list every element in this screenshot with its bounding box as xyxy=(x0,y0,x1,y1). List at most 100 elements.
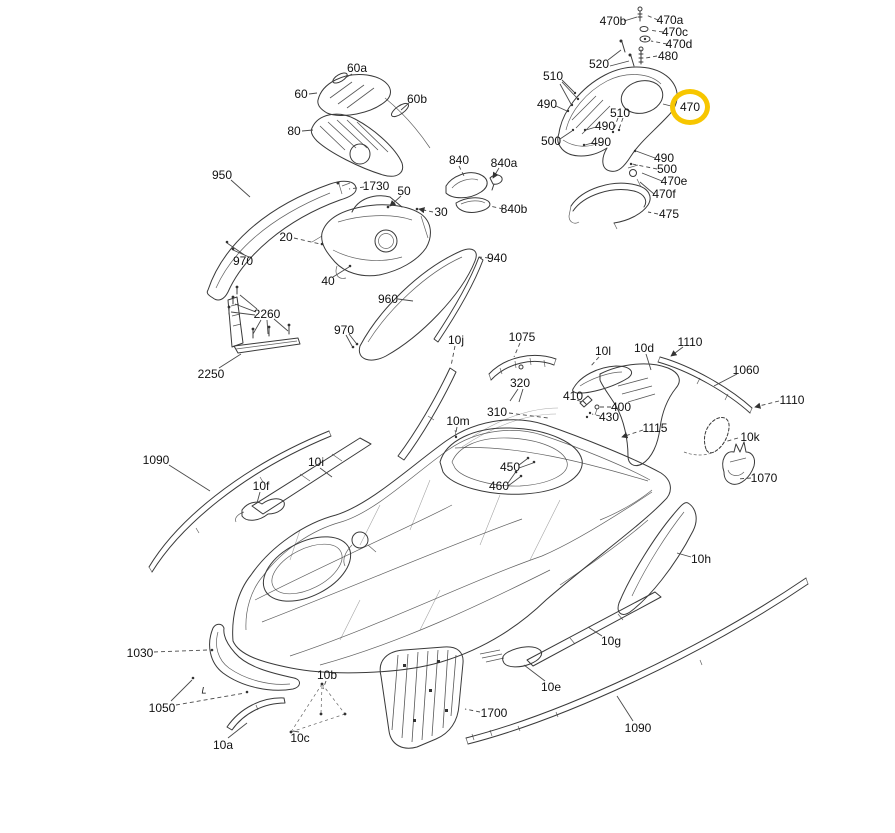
part-label: 10e xyxy=(540,680,562,694)
rail-1090-left-drawing xyxy=(148,430,332,573)
part-label: 1700 xyxy=(480,706,508,720)
piece-10k-drawing xyxy=(683,416,730,456)
leader-lines xyxy=(153,14,780,739)
blade-10h-drawing xyxy=(617,502,697,615)
part-label: 490 xyxy=(653,151,675,165)
bumper-1030-drawing xyxy=(191,623,300,694)
rear-rack-470-drawing xyxy=(557,6,678,188)
trim-475-drawing xyxy=(568,182,651,230)
vent-panel-60-drawing xyxy=(317,72,431,149)
part-label: 1730 xyxy=(362,179,390,193)
part-label: 970 xyxy=(232,254,254,268)
triangle-10b-10c-drawing xyxy=(289,682,347,734)
part-label: 60 xyxy=(294,87,308,101)
part-label: 500 xyxy=(656,162,678,176)
trim-940-drawing xyxy=(433,256,484,343)
part-label: 10b xyxy=(316,668,338,682)
part-label: 1050 xyxy=(148,701,176,715)
part-label: 10h xyxy=(690,552,712,566)
step-2250-drawing xyxy=(227,285,301,354)
panel-960-drawing xyxy=(351,248,477,361)
part-label: 510 xyxy=(542,69,564,83)
part-label: 10c xyxy=(290,731,310,745)
wedge-10e-drawing xyxy=(479,646,543,668)
part-label: 1110 xyxy=(779,393,805,407)
part-label: 10d xyxy=(633,341,655,355)
part-label: 10l xyxy=(594,344,612,358)
part-label-highlighted: 470 xyxy=(670,89,710,125)
panel-80-drawing xyxy=(310,113,404,177)
part-label: 490 xyxy=(590,135,612,149)
strip-10i-drawing xyxy=(251,437,372,515)
piece-1070-drawing xyxy=(722,441,755,485)
part-label: 30 xyxy=(434,205,448,219)
part-label: 1030 xyxy=(126,646,154,660)
part-label: 10j xyxy=(447,333,465,347)
part-label: 310 xyxy=(486,405,508,419)
part-label: 430 xyxy=(598,410,620,424)
moulding-950-drawing xyxy=(206,180,357,301)
part-label: 470b xyxy=(599,14,627,28)
part-label: 840a xyxy=(490,156,518,170)
part-label: 410 xyxy=(562,389,584,403)
part-label: 840 xyxy=(448,153,470,167)
part-label: 470e xyxy=(660,174,688,188)
hull-drawing xyxy=(232,395,671,674)
panel-10d-drawing xyxy=(599,363,680,467)
part-label: 20 xyxy=(279,230,293,244)
arch-1075-drawing xyxy=(488,355,557,381)
part-label: 840b xyxy=(500,202,528,216)
part-label: 400 xyxy=(610,400,632,414)
part-label: 320 xyxy=(509,376,531,390)
part-label: 1115 xyxy=(642,421,668,435)
part-label: 940 xyxy=(486,251,508,265)
part-label: 2260 xyxy=(253,307,281,321)
part-label: 470a xyxy=(656,13,684,27)
part-label: 970 xyxy=(333,323,355,337)
panel-10l-drawing xyxy=(572,365,632,394)
part-label: 510 xyxy=(609,106,631,120)
rail-1060-drawing xyxy=(657,356,753,414)
part-label: 475 xyxy=(658,207,680,221)
rail-1090-bottom-drawing xyxy=(465,577,809,745)
part-label: 470c xyxy=(661,25,689,39)
part-label: L xyxy=(201,685,207,696)
part-label: 450 xyxy=(499,460,521,474)
part-label: 500 xyxy=(540,134,562,148)
part-label: 960 xyxy=(377,292,399,306)
part-label: 1110 xyxy=(677,335,703,349)
part-label: 60b xyxy=(406,92,428,106)
strip-10j-drawing xyxy=(397,367,457,461)
part-label: 470f xyxy=(652,187,676,201)
part-label: 1090 xyxy=(624,721,652,735)
part-label: 480 xyxy=(657,49,679,63)
piece-10f-drawing xyxy=(235,498,285,523)
part-label: 1075 xyxy=(508,330,536,344)
part-label: 80 xyxy=(287,124,301,138)
part-label: 1060 xyxy=(732,363,760,377)
part-label: 50 xyxy=(397,184,411,198)
part-label: 10a xyxy=(212,738,234,752)
part-label: 490 xyxy=(536,97,558,111)
strip-10a-drawing xyxy=(226,697,286,731)
part-label: 490 xyxy=(594,119,616,133)
part-label: 10i xyxy=(307,455,325,469)
part-label: 950 xyxy=(211,168,233,182)
part-label: 1070 xyxy=(750,471,778,485)
part-label: 470d xyxy=(665,37,693,51)
mat-1700-drawing xyxy=(379,646,464,749)
part-label: 2250 xyxy=(197,367,225,381)
part-label: 520 xyxy=(588,57,610,71)
part-label: 10m xyxy=(446,414,470,428)
part-label: 60a xyxy=(346,61,368,75)
part-label: 10k xyxy=(740,430,760,444)
part-label: 460 xyxy=(488,479,510,493)
part-label: 10g xyxy=(600,634,622,648)
part-label: 40 xyxy=(321,274,335,288)
strip-10g-drawing xyxy=(526,591,662,667)
console-drawing xyxy=(311,181,431,279)
part-label: 1090 xyxy=(142,453,170,467)
